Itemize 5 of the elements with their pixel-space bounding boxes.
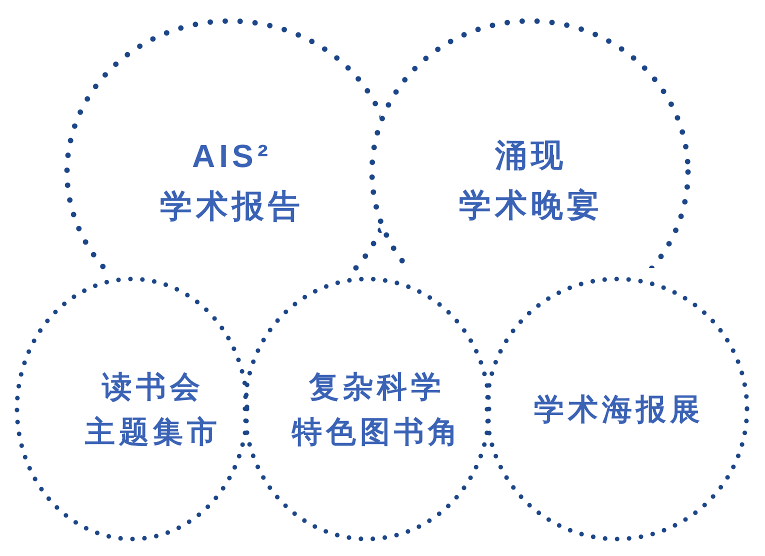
circle-label: 学术海报展 — [534, 392, 704, 428]
circle-label: 复杂科学特色图书角 — [292, 370, 462, 451]
circle-label: 涌现学术晚宴 — [459, 136, 603, 225]
circle-label: AIS² 学术报告 — [160, 137, 304, 226]
circle-label: 读书会主题集市 — [85, 370, 221, 451]
